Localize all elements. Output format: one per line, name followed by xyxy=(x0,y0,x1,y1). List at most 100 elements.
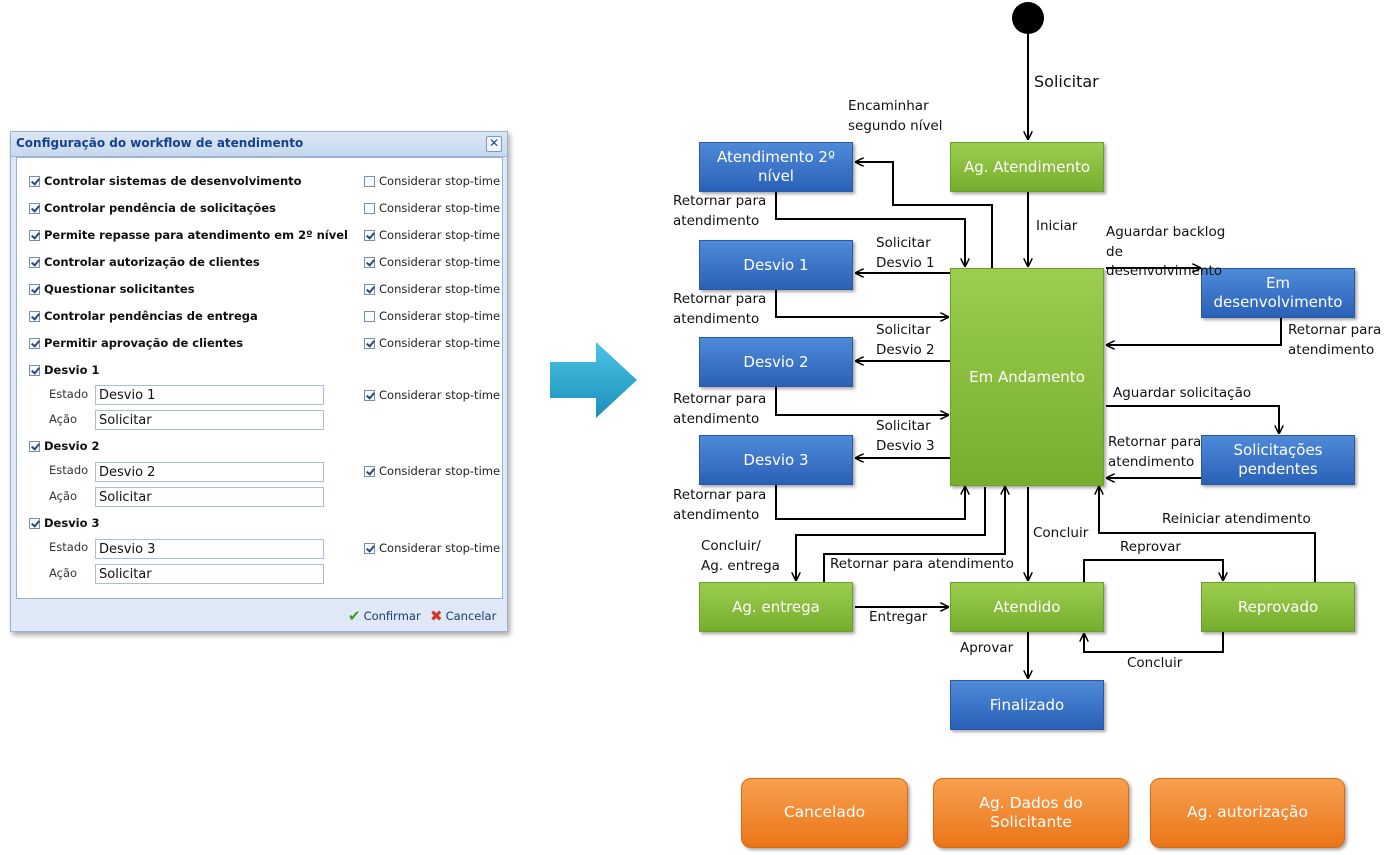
dialog-header: Configuração do workflow de atendimento … xyxy=(11,132,507,157)
stop-time-checkbox[interactable] xyxy=(364,175,375,187)
stop-time-checkbox[interactable] xyxy=(364,465,375,477)
stop-time-label: Considerar stop-time xyxy=(379,228,501,242)
estado-input[interactable] xyxy=(95,539,324,559)
stop-time-option[interactable]: Considerar stop-time xyxy=(364,200,500,216)
transition-iniciar: Iniciar xyxy=(1036,218,1078,234)
option-checkbox[interactable] xyxy=(29,229,40,241)
acao-input[interactable] xyxy=(95,487,324,507)
stop-time-option[interactable]: Considerar stop-time xyxy=(364,227,500,243)
transition-concluir-ag-entrega: Concluir/ Ag. entrega xyxy=(701,538,780,574)
option-label: Controlar pendência de solicitações xyxy=(44,201,276,215)
transition-concluir: Concluir xyxy=(1033,525,1089,541)
confirm-button[interactable]: ✔ Confirmar xyxy=(348,607,421,625)
desvio-checkbox[interactable] xyxy=(29,440,40,452)
stop-time-label: Considerar stop-time xyxy=(379,541,501,555)
transition-retornar-atendimento-entrega: Retornar para atendimento xyxy=(830,556,1014,572)
transition-aprovar: Aprovar xyxy=(960,640,1014,656)
stop-time-option[interactable]: Considerar stop-time xyxy=(364,335,500,351)
desvio-checkbox[interactable] xyxy=(29,517,40,529)
estado-input[interactable] xyxy=(95,385,324,405)
option-label: Controlar sistemas de desenvolvimento xyxy=(44,174,302,188)
option-checkbox[interactable] xyxy=(29,337,40,349)
desvio-row[interactable]: Desvio 3 xyxy=(29,515,100,531)
state-ag-dados-solicitante: Ag. Dados do Solicitante xyxy=(933,778,1129,848)
initial-state-dot xyxy=(1012,2,1044,34)
option-row[interactable]: Controlar autorização de clientes xyxy=(29,254,260,270)
stop-time-label: Considerar stop-time xyxy=(379,464,501,478)
option-row[interactable]: Permitir aprovação de clientes xyxy=(29,335,243,351)
option-label: Questionar solicitantes xyxy=(44,282,195,296)
stop-time-option[interactable]: Considerar stop-time xyxy=(364,254,500,270)
stop-time-checkbox[interactable] xyxy=(364,337,375,349)
option-row[interactable]: Controlar pendência de solicitações xyxy=(29,200,276,216)
stop-time-checkbox[interactable] xyxy=(364,202,375,214)
state-desvio-1: Desvio 1 xyxy=(699,240,853,290)
estado-label: Estado xyxy=(49,463,89,477)
state-em-desenvolvimento: Em desenvolvimento xyxy=(1201,268,1355,318)
state-ag-atendimento: Ag. Atendimento xyxy=(950,142,1104,192)
option-row[interactable]: Questionar solicitantes xyxy=(29,281,195,297)
option-checkbox[interactable] xyxy=(29,256,40,268)
dialog-body: Controlar sistemas de desenvolvimento Co… xyxy=(16,157,503,599)
transition-solicitar: Solicitar xyxy=(1034,72,1099,91)
transition-solicitar-desvio-3: Solicitar Desvio 3 xyxy=(876,418,935,454)
desvio-checkbox[interactable] xyxy=(29,364,40,376)
stop-time-checkbox[interactable] xyxy=(364,256,375,268)
option-label: Controlar pendências de entrega xyxy=(44,309,258,323)
state-ag-entrega: Ag. entrega xyxy=(699,582,853,632)
acao-input[interactable] xyxy=(95,564,324,584)
state-cancelado: Cancelado xyxy=(741,778,908,848)
cancel-button[interactable]: ✖ Cancelar xyxy=(430,607,496,625)
stop-time-checkbox[interactable] xyxy=(364,310,375,322)
dialog-footer: ✔ Confirmar ✖ Cancelar xyxy=(11,599,507,631)
transition-retornar-atendimento: Retornar para atendimento xyxy=(1108,434,1202,470)
cancel-button-label: Cancelar xyxy=(445,609,497,623)
option-row[interactable]: Controlar pendências de entrega xyxy=(29,308,258,324)
stop-time-checkbox[interactable] xyxy=(364,229,375,241)
option-row[interactable]: Permite repasse para atendimento em 2º n… xyxy=(29,227,348,243)
stop-time-checkbox[interactable] xyxy=(364,283,375,295)
desvio-label: Desvio 3 xyxy=(44,516,100,530)
state-em-andamento: Em Andamento xyxy=(950,268,1104,486)
desvio-label: Desvio 2 xyxy=(44,439,100,453)
transition-concluir-reprovado: Concluir xyxy=(1127,655,1183,671)
transition-retornar-atendimento: Retornar para atendimento xyxy=(673,193,767,229)
desvio-row[interactable]: Desvio 1 xyxy=(29,362,100,378)
stop-time-label: Considerar stop-time xyxy=(379,336,501,350)
dialog-title: Configuração do workflow de atendimento xyxy=(16,136,304,150)
stop-time-option[interactable]: Considerar stop-time xyxy=(364,281,500,297)
transition-reiniciar-atendimento: Reiniciar atendimento xyxy=(1162,511,1311,527)
estado-label: Estado xyxy=(49,540,89,554)
stop-time-option[interactable]: Considerar stop-time xyxy=(364,387,500,403)
state-desvio-2: Desvio 2 xyxy=(699,337,853,387)
stop-time-label: Considerar stop-time xyxy=(379,201,501,215)
estado-input[interactable] xyxy=(95,462,324,482)
desvio-row[interactable]: Desvio 2 xyxy=(29,438,100,454)
option-label: Permitir aprovação de clientes xyxy=(44,336,244,350)
stop-time-label: Considerar stop-time xyxy=(379,255,501,269)
close-icon[interactable]: ✕ xyxy=(486,136,502,152)
option-row[interactable]: Controlar sistemas de desenvolvimento xyxy=(29,173,302,189)
option-checkbox[interactable] xyxy=(29,310,40,322)
option-label: Controlar autorização de clientes xyxy=(44,255,260,269)
stop-time-option[interactable]: Considerar stop-time xyxy=(364,173,500,189)
stop-time-option[interactable]: Considerar stop-time xyxy=(364,463,500,479)
acao-input[interactable] xyxy=(95,410,324,430)
stop-time-option[interactable]: Considerar stop-time xyxy=(364,540,500,556)
confirm-button-label: Confirmar xyxy=(363,609,421,623)
transition-retornar-atendimento: Retornar para atendimento xyxy=(1288,322,1382,358)
option-label: Permite repasse para atendimento em 2º n… xyxy=(44,228,348,242)
stop-time-option[interactable]: Considerar stop-time xyxy=(364,308,500,324)
transition-retornar-atendimento: Retornar para atendimento xyxy=(673,291,767,327)
option-checkbox[interactable] xyxy=(29,175,40,187)
option-checkbox[interactable] xyxy=(29,283,40,295)
transition-encaminhar-segundo-nivel: Encaminhar segundo nível xyxy=(848,98,943,134)
transition-solicitar-desvio-2: Solicitar Desvio 2 xyxy=(876,322,935,358)
stop-time-checkbox[interactable] xyxy=(364,389,375,401)
transition-entregar: Entregar xyxy=(869,609,928,625)
workflow-config-dialog: Configuração do workflow de atendimento … xyxy=(10,131,508,632)
checkmark-icon: ✔ xyxy=(348,607,361,625)
stop-time-checkbox[interactable] xyxy=(364,542,375,554)
option-checkbox[interactable] xyxy=(29,202,40,214)
